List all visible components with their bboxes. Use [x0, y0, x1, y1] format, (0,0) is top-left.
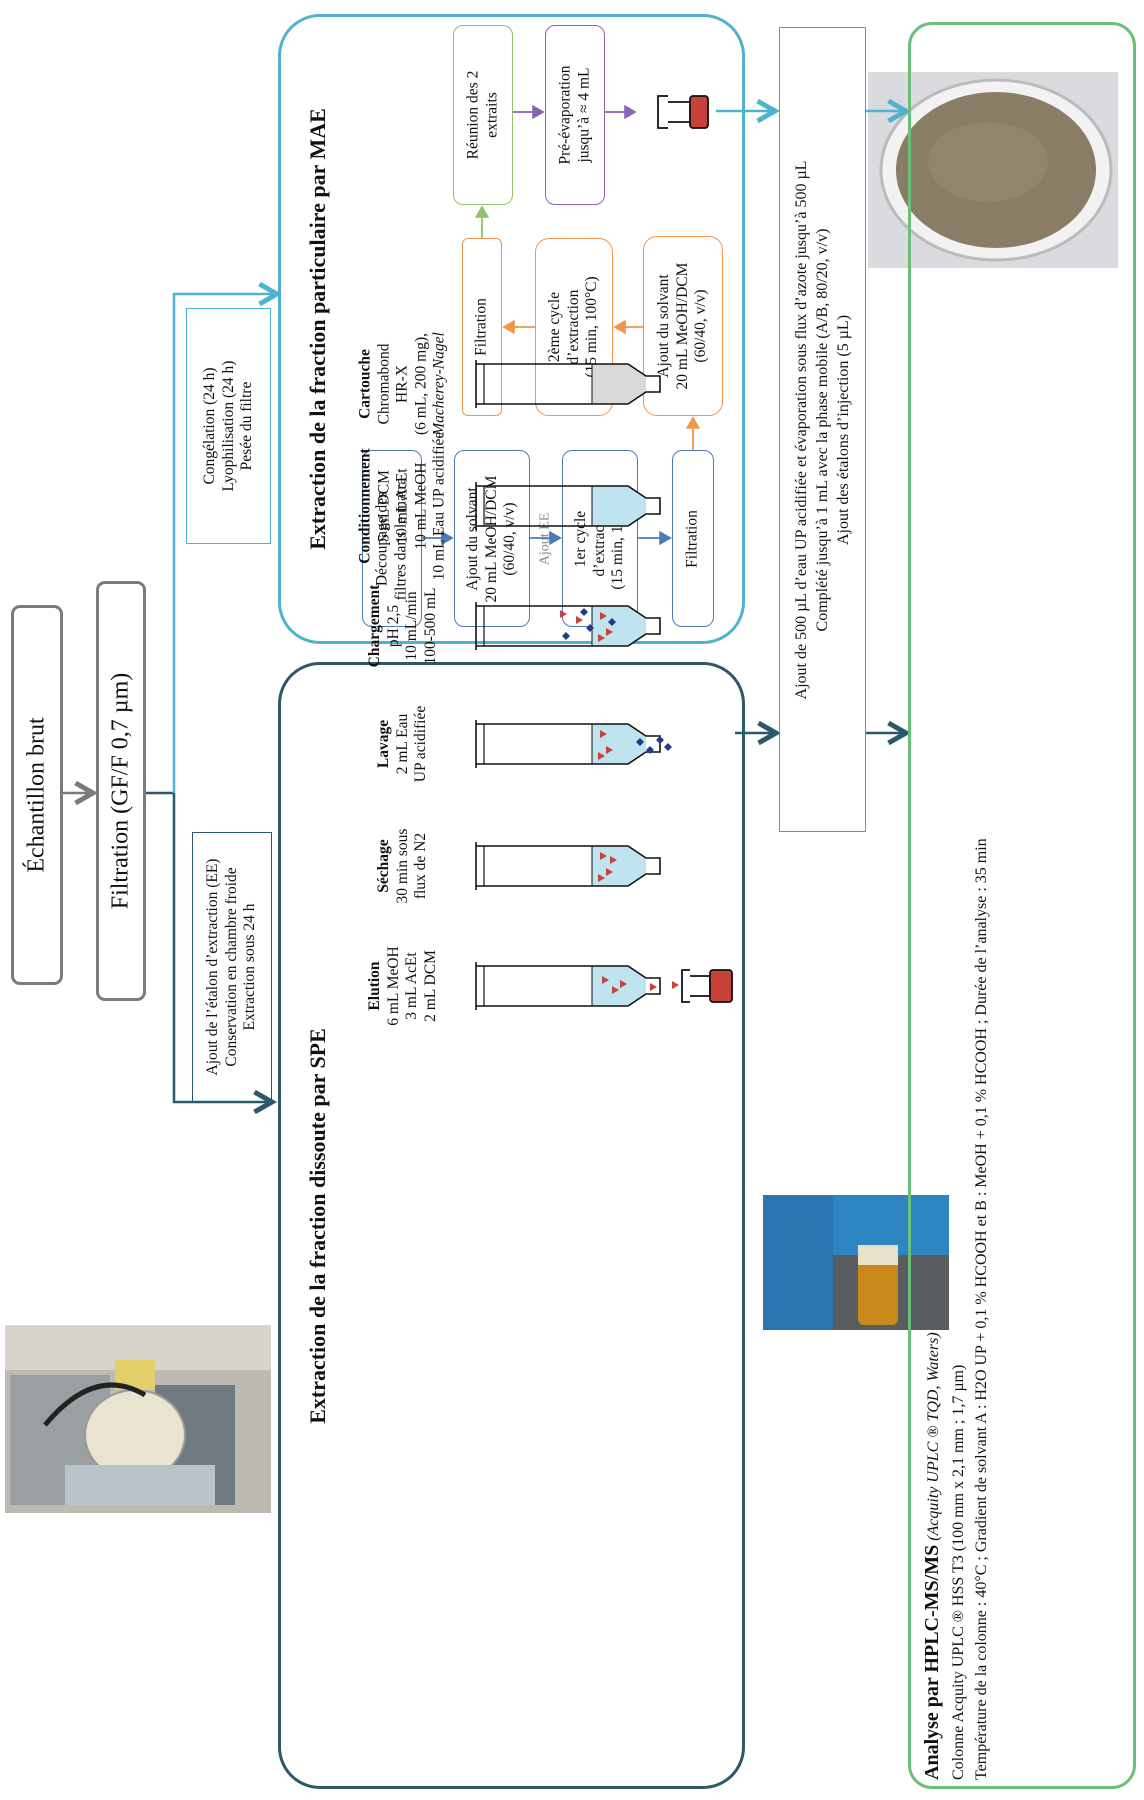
mae-step-merge-extracts: Réunion des 2 extraits [453, 25, 513, 205]
spe-cartridge-icon [475, 962, 679, 1010]
spe-cartridge-icon [475, 360, 661, 408]
mae-step-add-solvent-1: Ajout du solvant 20 mL MeOH/DCM (60/40, … [454, 450, 530, 627]
photo-filtration-setup [5, 1325, 271, 1513]
mae-step-cut-filters: Découpage des filtres dans le matra [362, 450, 422, 627]
evap-line: Ajout de 500 µL d’eau UP acidifiée et év… [792, 160, 810, 699]
evaporation-box: Ajout de 500 µL d’eau UP acidifiée et év… [779, 27, 866, 832]
analysis-container [908, 22, 1136, 1789]
mae-step-cycle-2: 2ème cycle d’extraction (15 min, 100°C) [535, 238, 613, 416]
spe-cartridge-icon [475, 842, 661, 890]
analysis-title: Analyse par HPLC-MS/MS [921, 1544, 943, 1780]
spe-cartridge-icon [475, 482, 661, 530]
collection-vial-icon [681, 969, 733, 1003]
analysis-column: Colonne Acquity UPLC ® HSS T3 (100 mm x … [950, 1364, 967, 1780]
evap-line: Complété jusqu’à 1 mL avec la phase mobi… [813, 228, 831, 631]
collection-vial-icon [657, 95, 709, 129]
evap-line: Ajout des étalons d’injection (5 µL) [833, 314, 851, 545]
spe-container: Extraction de la fraction dissoute par S… [278, 662, 745, 1789]
filter-note-box: Congélation (24 h) Lyophilisation (24 h)… [186, 308, 271, 544]
mae-container: Extraction de la fraction particulaire p… [278, 14, 745, 644]
mae-step-filtration-2: Filtration [462, 238, 502, 416]
spe-cartridge-icon [475, 602, 661, 650]
mae-step-pre-evaporation: Pré-évaporation jusqu’à ≈ 4 mL [545, 25, 605, 205]
sample-box: Échantillon brut [11, 605, 63, 985]
mae-step-filtration-1: Filtration [672, 450, 714, 627]
mae-step-add-solvent-2: Ajout du solvant 20 mL MeOH/DCM (60/40, … [643, 236, 723, 416]
photo-vial [763, 1195, 949, 1330]
analysis-instrument: (Acquity UPLC ® TQD, Waters) [925, 1332, 942, 1541]
spe-cartridge-icon [475, 720, 672, 768]
analysis-conditions: Température de la colonne : 40°C ; Gradi… [973, 838, 991, 1780]
